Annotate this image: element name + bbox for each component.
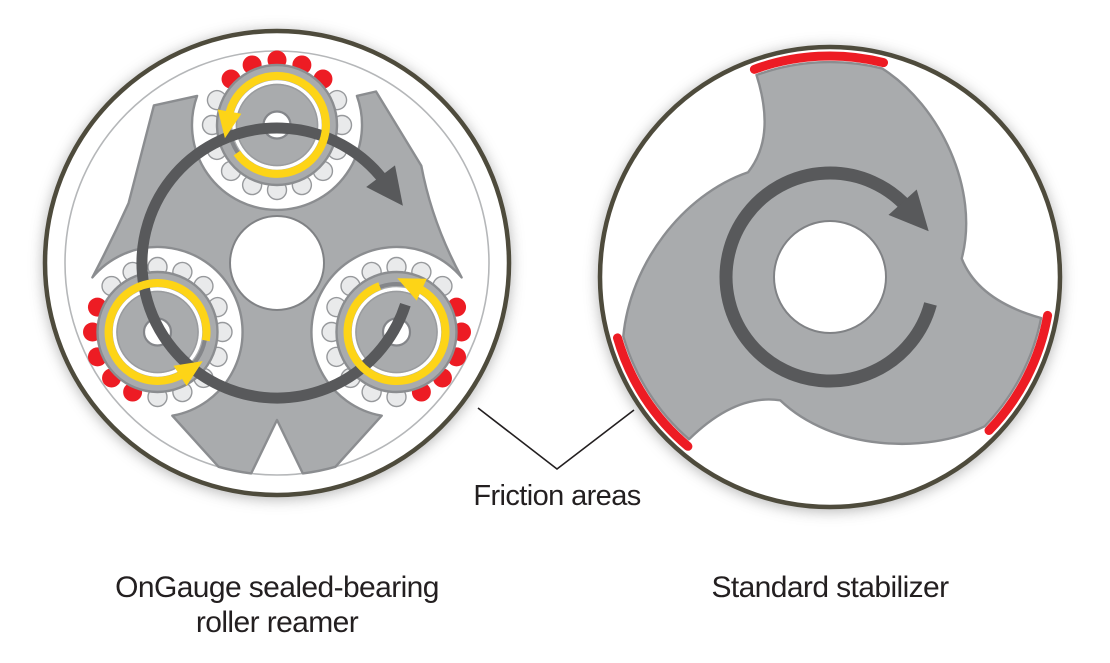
reamer-caption: OnGauge sealed-bearing roller reamer <box>67 570 487 640</box>
reamer-center-bore <box>229 215 325 311</box>
friction-arc-bottom-left <box>613 333 693 451</box>
friction-area-marks <box>613 51 1053 451</box>
friction-pointer-lines <box>477 407 635 471</box>
friction-arc-bottom-right <box>984 310 1053 435</box>
roller-rotation-arrow-icon-bottom-right <box>343 278 450 386</box>
stabilizer-caption: Standard stabilizer <box>711 571 949 604</box>
clockwise-rotation-arrow-icon <box>719 166 937 388</box>
roller-rotation-arrow-icon-top <box>217 71 330 178</box>
stabilizer-center-bore <box>773 220 887 334</box>
reamer-caption-line2: roller reamer <box>195 606 359 639</box>
friction-arc-top <box>749 51 888 74</box>
stabilizer-figure <box>597 44 1063 510</box>
friction-areas-label: Friction areas <box>473 480 641 512</box>
roller-rotation-arrow-icon-bottom-left <box>104 279 211 386</box>
roller-reamer-figure <box>42 28 512 498</box>
reamer-caption-line1: OnGauge sealed-bearing <box>115 571 439 604</box>
